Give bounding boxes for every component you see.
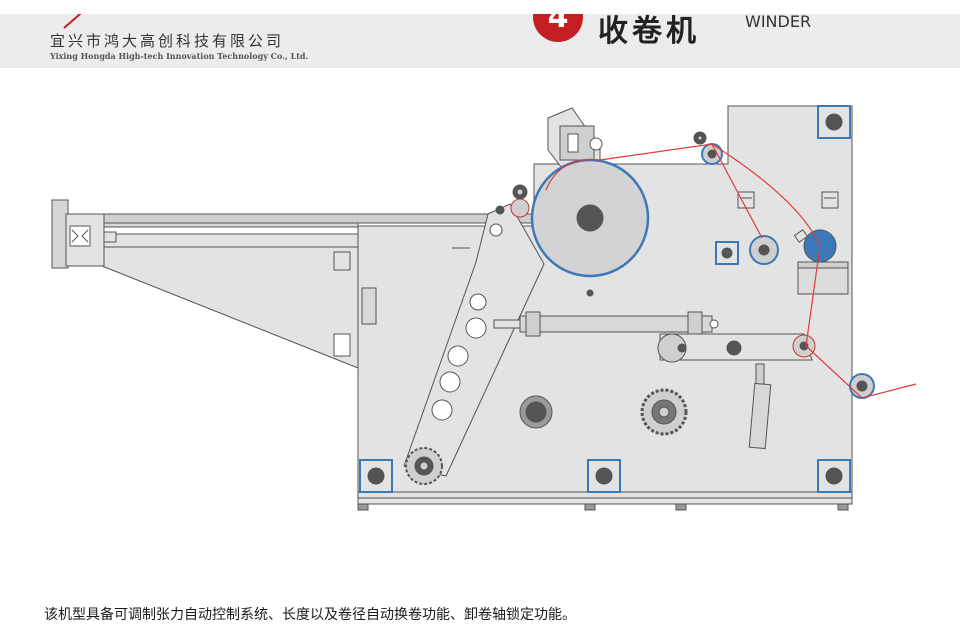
top-right-roller [693,131,723,165]
mounting-plates [359,105,851,493]
section-title-cn: 收卷机 [598,14,700,49]
vertical-cylinder [748,363,772,450]
logo-swoosh-icon [63,14,82,29]
section-number-badge: 4 [533,14,583,42]
top-strip [0,0,960,14]
left-end-bracket [51,199,117,269]
guide-rollers-top [495,184,530,218]
clamp-unit [547,107,603,169]
pivot-arm [657,333,816,363]
header-banner: 宜兴市鸿大高创科技有限公司 Yixing Hongda High-tech In… [0,14,960,68]
swing-arm [403,203,545,477]
web-path-line [599,143,917,399]
company-name-en: Yixing Hongda High-tech Innovation Techn… [50,51,309,61]
section-title-en: WINDER [745,14,812,31]
drive-gears [519,388,688,436]
company-name-cn: 宜兴市鸿大高创科技有限公司 [50,32,285,50]
swing-arm-pulley [405,447,443,485]
winder-machine-diagram [51,105,917,511]
horizontal-cylinder [493,311,719,337]
description-caption: 该机型具备可调制张力自动控制系统、长度以及卷径自动换卷功能、卸卷轴锁定功能。 [44,607,576,623]
web-path-wrap [545,158,601,191]
main-winding-roll [530,158,650,297]
exit-roller [849,373,875,399]
